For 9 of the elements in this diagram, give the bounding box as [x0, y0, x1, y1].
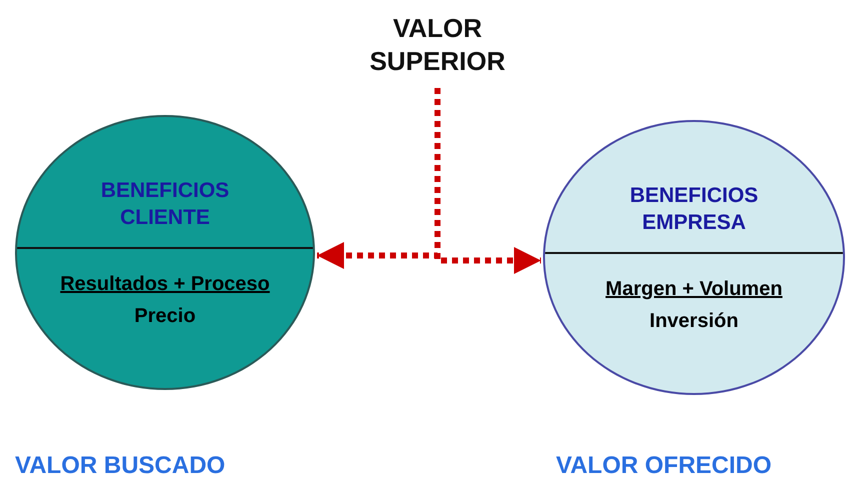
caption-text: VALOR OFRECIDO: [556, 452, 772, 480]
heading-text: BENEFICIOS EMPRESA: [628, 183, 760, 236]
heading-text: BENEFICIOS CLIENTE: [100, 178, 230, 231]
formula-text: Resultados + Proceso: [60, 272, 270, 294]
formula-text: Inversión: [650, 310, 738, 332]
formula-text: Margen + Volumen: [606, 278, 782, 300]
caption-text: VALOR BUSCADO: [15, 452, 226, 480]
heading-text: VALOR SUPERIOR: [345, 12, 530, 82]
formula-text: Precio: [134, 304, 196, 326]
